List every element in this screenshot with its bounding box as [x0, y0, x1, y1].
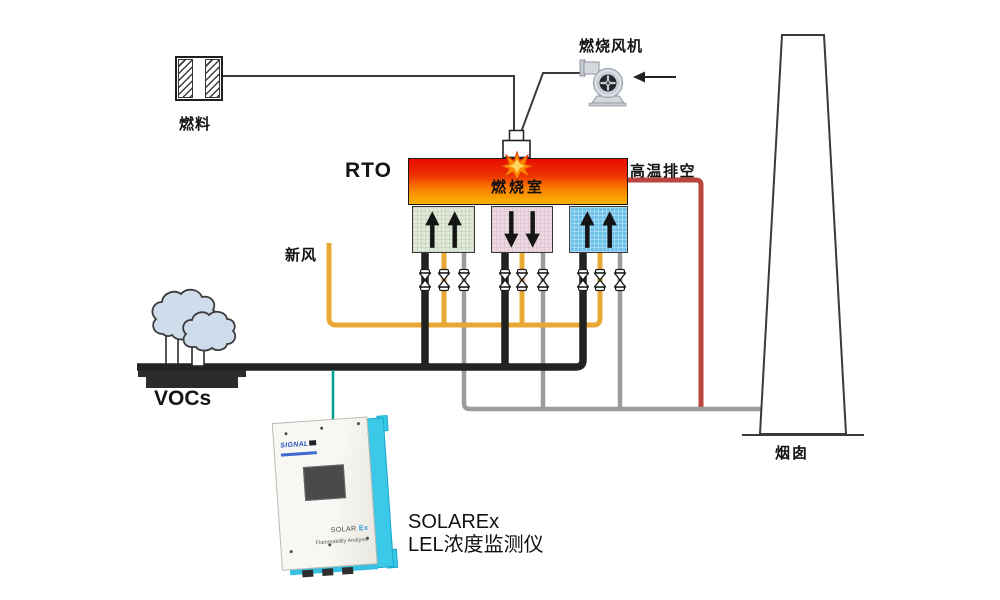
hot-exhaust-pipe	[628, 177, 704, 407]
analyzer-front-panel: SIGNAL SOLAR Ex Flammability Analyser	[271, 416, 378, 571]
screw-icon	[356, 422, 361, 426]
valve-row	[418, 268, 627, 292]
valve-icon	[418, 268, 432, 292]
analyzer-connector	[321, 568, 334, 576]
valve-icon	[536, 268, 550, 292]
fuel-label: 燃料	[179, 116, 212, 133]
vocs-hood	[146, 370, 238, 388]
analyzer-caption-model: SOLAREx	[408, 511, 500, 533]
chimney-label: 烟囱	[775, 445, 810, 462]
up-arrows-icon	[425, 211, 462, 248]
valve-icon	[576, 268, 590, 292]
screw-icon	[320, 426, 324, 430]
vocs-source-icon	[138, 288, 246, 388]
analyzer-caption: SOLAREx LEL浓度监测仪	[408, 511, 544, 557]
valve-icon	[515, 268, 529, 292]
analyzer-caption-name: LEL浓度监测仪	[408, 534, 544, 556]
fuel-hatch-right	[205, 59, 220, 98]
valve-icon	[613, 268, 627, 292]
valve-icon	[457, 268, 471, 292]
combustion-chamber: 燃烧室	[408, 158, 628, 205]
hood-lip-right	[236, 370, 246, 377]
analyzer-model-text: SOLAR Ex	[316, 524, 369, 536]
regenerator-chamber-2	[491, 206, 553, 253]
vocs-label: VOCs	[154, 387, 212, 410]
logo-box	[309, 440, 317, 446]
combustion-chamber-label: 燃烧室	[490, 179, 545, 196]
combustion-fan-label: 燃烧风机	[579, 38, 644, 55]
vocs-manifold	[137, 250, 587, 371]
fuel-hatch-left	[178, 59, 193, 98]
valve-icon	[593, 268, 607, 292]
fresh-air-label: 新风	[285, 247, 318, 264]
lel-analyzer-device: SIGNAL SOLAR Ex Flammability Analyser	[271, 415, 399, 579]
rto-label: RTO	[345, 159, 392, 182]
smoke-cloud-2	[182, 310, 237, 352]
fuel-line	[223, 75, 515, 135]
valve-icon	[437, 268, 451, 292]
regenerator-chamber-3	[569, 206, 628, 253]
fuel-tank-icon	[175, 56, 223, 101]
chimney-icon	[742, 34, 864, 436]
fan-to-burner-line	[519, 72, 585, 136]
fresh-air-manifold	[326, 243, 603, 328]
valve-icon	[498, 268, 512, 292]
analyzer-brand-logo: SIGNAL	[280, 432, 318, 457]
model-suffix: Ex	[358, 524, 369, 533]
model-name: SOLAR	[330, 525, 357, 535]
hood-lip-left	[138, 370, 148, 377]
purge-manifold	[461, 250, 762, 412]
regenerator-chamber-1	[412, 206, 475, 253]
analyzer-connector	[302, 569, 314, 578]
analyzer-screen	[302, 464, 347, 502]
down-arrows-icon	[504, 211, 540, 248]
analyzer-connector	[341, 566, 354, 575]
combustion-fan-icon	[579, 59, 627, 107]
logo-bar	[280, 451, 317, 457]
brand-text: SIGNAL	[280, 440, 309, 450]
analyzer-type-text: Flammability Analyser	[315, 536, 370, 547]
high-temp-exhaust-label: 高温排空	[630, 163, 697, 180]
screw-icon	[289, 550, 293, 554]
up-arrows-icon	[580, 211, 617, 248]
fan-inlet-arrow-icon	[633, 71, 676, 83]
